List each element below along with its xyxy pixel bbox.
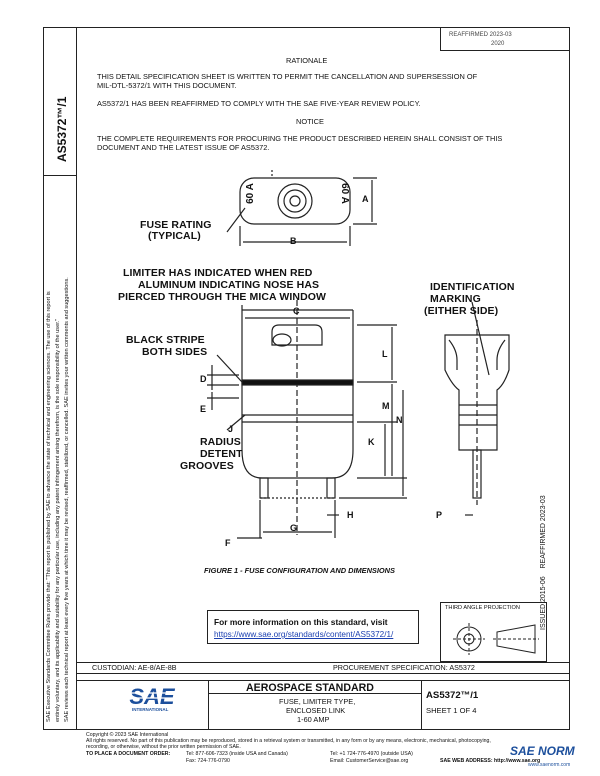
title-block-rule-3 xyxy=(77,680,570,681)
sidebar-id-cell xyxy=(43,55,77,176)
black-stripe-label-1: BLACK STRIPE xyxy=(126,334,205,346)
reaffirmed-line2: 2020 xyxy=(491,41,505,47)
reaffirmed-line1: REAFFIRMED 2023-03 xyxy=(449,32,512,38)
title-desc-3: 1-60 AMP xyxy=(297,715,330,724)
footer-web: SAE WEB ADDRESS: http://www.sae.org xyxy=(440,758,541,764)
custodian-text: CUSTODIAN: AE-8/AE-8B xyxy=(92,663,177,672)
dim-h: H xyxy=(347,510,354,520)
dim-f: F xyxy=(225,538,231,548)
footer-rights: All rights reserved. No part of this pub… xyxy=(86,738,491,744)
radius-label-3: GROOVES xyxy=(180,460,234,472)
limiter-note-1: LIMITER HAS INDICATED WHEN RED xyxy=(123,267,313,279)
sidebar-disclaimer-1: SAE Executive Standards Committee Rules … xyxy=(46,291,52,722)
notice-title: NOTICE xyxy=(296,117,324,126)
sheet-number: SHEET 1 OF 4 xyxy=(426,706,477,715)
svg-text:SAE: SAE xyxy=(129,684,176,708)
dim-c: C xyxy=(293,306,300,316)
doc-number: AS5372™/1 xyxy=(426,690,479,701)
sidebar-divider xyxy=(43,27,77,730)
dim-g: G xyxy=(290,523,298,533)
page-frame xyxy=(43,27,570,730)
fuse-face-right-label: 60 A xyxy=(338,183,350,204)
dim-k: K xyxy=(368,437,375,447)
title-block-top-rule xyxy=(77,662,570,663)
footer-tel: Tel: 877-606-7323 (inside USA and Canada… xyxy=(186,751,288,757)
notice-line1: THE COMPLETE REQUIREMENTS FOR PROCURING … xyxy=(97,134,503,143)
title-desc-1: FUSE, LIMITER TYPE, xyxy=(279,697,356,706)
aerospace-standard-title: AEROSPACE STANDARD xyxy=(246,682,374,694)
notice-line2: DOCUMENT AND THE LATEST ISSUE OF AS5372. xyxy=(97,143,270,152)
rationale-para1-line2: MIL-DTL-5372/1 WITH THIS DOCUMENT. xyxy=(97,81,237,90)
dim-b: B xyxy=(290,236,297,246)
side-view-body xyxy=(444,334,510,451)
standard-link[interactable]: https://www.sae.org/standards/content/AS… xyxy=(214,630,394,639)
radius-label-2: DETENT xyxy=(200,448,243,460)
projection-symbol xyxy=(453,623,539,655)
dim-a: A xyxy=(362,194,369,204)
rationale-para1-line1: THIS DETAIL SPECIFICATION SHEET IS WRITT… xyxy=(97,72,478,81)
dim-e: E xyxy=(200,404,207,414)
watermark-logo: SAE NORM xyxy=(510,744,575,758)
dim-d: D xyxy=(200,374,207,384)
info-box-text: For more information on this standard, v… xyxy=(214,617,388,627)
limiter-note-2: ALUMINUM INDICATING NOSE HAS xyxy=(138,279,320,291)
footer-tel-2: Tel: +1 724-776-4970 (outside USA) xyxy=(330,751,413,757)
title-block-vdiv-1 xyxy=(208,680,209,730)
radius-label-1: RADIUS xyxy=(200,436,241,448)
reaffirmed-box: REAFFIRMED 2023-03 2020 xyxy=(440,27,570,51)
sae-logo-mark: SAE xyxy=(129,684,176,709)
sidebar-disclaimer-2: entirely voluntary, and its applicabilit… xyxy=(55,318,61,722)
dim-j: J xyxy=(228,424,234,434)
limiter-note-3: PIERCED THROUGH THE MICA WINDOW xyxy=(118,291,327,303)
rationale-para2: AS5372/1 HAS BEEN REAFFIRMED TO COMPLY W… xyxy=(97,99,421,108)
projection-label: THIRD ANGLE PROJECTION xyxy=(445,605,520,611)
dim-n: N xyxy=(396,415,403,425)
fuse-body-outline xyxy=(241,310,354,479)
figure-caption: FIGURE 1 - FUSE CONFIGURATION AND DIMENS… xyxy=(204,566,395,575)
footer-email: Email: CustomerService@sae.org xyxy=(330,758,409,764)
footer-fax: Fax: 724-776-0790 xyxy=(186,758,230,764)
footer-order-label: TO PLACE A DOCUMENT ORDER: xyxy=(86,751,171,757)
fuse-drawing xyxy=(207,170,510,539)
info-box: For more information on this standard, v… xyxy=(207,610,419,644)
procurement-text: PROCUREMENT SPECIFICATION: AS5372 xyxy=(333,663,475,672)
fuse-face-left-label: 60 A xyxy=(244,183,256,204)
title-block-vdiv-2 xyxy=(421,680,422,730)
title-block-rule-2 xyxy=(77,673,570,674)
black-stripe-label-2: BOTH SIDES xyxy=(142,346,208,358)
dim-m: M xyxy=(382,401,390,411)
dim-p: P xyxy=(436,510,443,520)
footer-copyright: Copyright © 2023 SAE International xyxy=(86,732,169,738)
sidebar-disclaimer-3: SAE reviews each technical report at lea… xyxy=(64,277,70,722)
rationale-title: RATIONALE xyxy=(286,56,328,65)
title-desc-2: ENCLOSED LINK xyxy=(286,706,346,715)
reaffirmed-text: REAFFIRMED 2023-03 xyxy=(540,495,547,569)
fuse-rating-label-1: FUSE RATING xyxy=(140,219,212,231)
sae-logo: SAE INTERNATIONAL xyxy=(128,684,176,714)
sae-logo-sub: INTERNATIONAL xyxy=(132,707,169,712)
identification-label-1: IDENTIFICATION xyxy=(430,281,515,293)
top-view-body xyxy=(239,177,351,225)
title-block-rule-4 xyxy=(208,693,421,694)
footer-rights-2: recording, or otherwise, without the pri… xyxy=(86,744,241,750)
projection-box: THIRD ANGLE PROJECTION xyxy=(440,602,547,662)
watermark-url: www.saenorm.com xyxy=(528,762,571,768)
dim-l: L xyxy=(382,349,388,359)
identification-label-2: MARKING xyxy=(430,293,481,305)
identification-label-3: (EITHER SIDE) xyxy=(424,305,499,317)
fuse-rating-label-2: (TYPICAL) xyxy=(148,230,201,242)
